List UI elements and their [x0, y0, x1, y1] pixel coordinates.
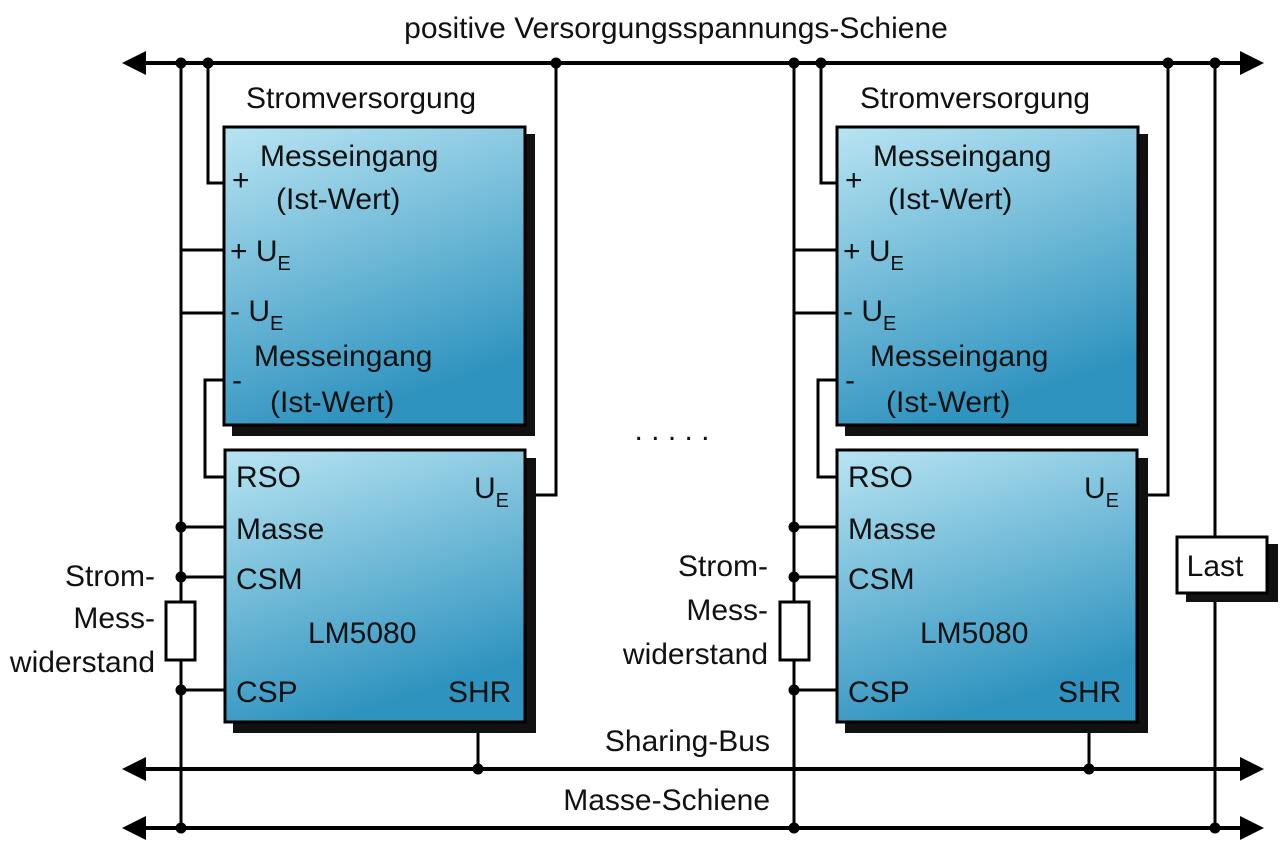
ue-plus-label-1: + UE [230, 235, 291, 275]
resistor-label-1-line1: Strom- [65, 560, 155, 593]
resistor-label-2-line2: Mess- [686, 594, 768, 627]
ground-rail [122, 816, 1264, 840]
pin-csp-2: CSP [848, 676, 910, 709]
pin-csm-2: CSM [848, 563, 915, 596]
power-module-2: Stromversorgung Messeingang (Ist-Wert) +… [622, 57, 1174, 834]
sense-resistor-2 [778, 600, 811, 662]
meas-plus-line2-2: (Ist-Wert) [888, 183, 1012, 216]
ground-rail-label: Masse-Schiene [563, 784, 770, 817]
meas-plus-sign-1: + [232, 164, 250, 197]
supply-box-2 [835, 125, 1140, 427]
power-module-1: Stromversorgung Messeingang (Ist-Wert) +… [9, 57, 562, 834]
pin-masse-2: Masse [848, 513, 936, 546]
positive-rail-label: positive Versorgungsspannungs-Schiene [404, 12, 948, 45]
ic-name-1: LM5080 [308, 617, 416, 650]
pin-rso-1: RSO [236, 461, 301, 494]
meas-plus-sign-2: + [845, 164, 863, 197]
load: Last [1175, 57, 1278, 834]
resistor-label-2-line3: widerstand [622, 638, 768, 671]
ic-box-1 [223, 448, 527, 724]
load-box [1175, 535, 1269, 595]
pin-ue-2: UE [1084, 472, 1119, 512]
ue-minus-label-1: - UE [230, 295, 283, 335]
meas-minus-line1-1: Messeingang [254, 340, 432, 373]
meas-minus-line2-1: (Ist-Wert) [270, 386, 394, 419]
pin-csm-1: CSM [236, 563, 303, 596]
positive-rail [122, 51, 1264, 75]
sharing-bus-label: Sharing-Bus [605, 725, 770, 758]
supply-title-2: Stromversorgung [860, 82, 1090, 115]
resistor-label-1-line2: Mess- [73, 602, 155, 635]
meas-minus-line2-2: (Ist-Wert) [886, 386, 1010, 419]
pin-masse-1: Masse [236, 513, 324, 546]
pin-shr-1: SHR [448, 676, 511, 709]
meas-plus-line1-1: Messeingang [260, 140, 438, 173]
ic-name-2: LM5080 [920, 617, 1028, 650]
pin-rso-2: RSO [848, 461, 913, 494]
meas-plus-line1-2: Messeingang [873, 140, 1051, 173]
resistor-label-1-line3: widerstand [9, 646, 155, 679]
pin-ue-1: UE [474, 472, 509, 512]
sharing-bus-rail [122, 757, 1264, 781]
ellipsis: . . . . . [634, 414, 709, 447]
meas-plus-line2-1: (Ist-Wert) [276, 183, 400, 216]
resistor-label-2-line1: Strom- [678, 550, 768, 583]
pin-csp-1: CSP [236, 676, 298, 709]
supply-title-1: Stromversorgung [246, 82, 476, 115]
sense-resistor-1 [164, 600, 197, 662]
meas-minus-sign-2: - [845, 364, 855, 397]
load-label: Last [1187, 550, 1244, 583]
meas-minus-sign-1: - [232, 364, 242, 397]
meas-minus-line1-2: Messeingang [870, 340, 1048, 373]
ic-box-2 [835, 448, 1139, 724]
pin-shr-2: SHR [1058, 676, 1121, 709]
ue-plus-label-2: + UE [843, 235, 904, 275]
supply-box-1 [222, 125, 527, 427]
ue-minus-label-2: - UE [843, 295, 896, 335]
